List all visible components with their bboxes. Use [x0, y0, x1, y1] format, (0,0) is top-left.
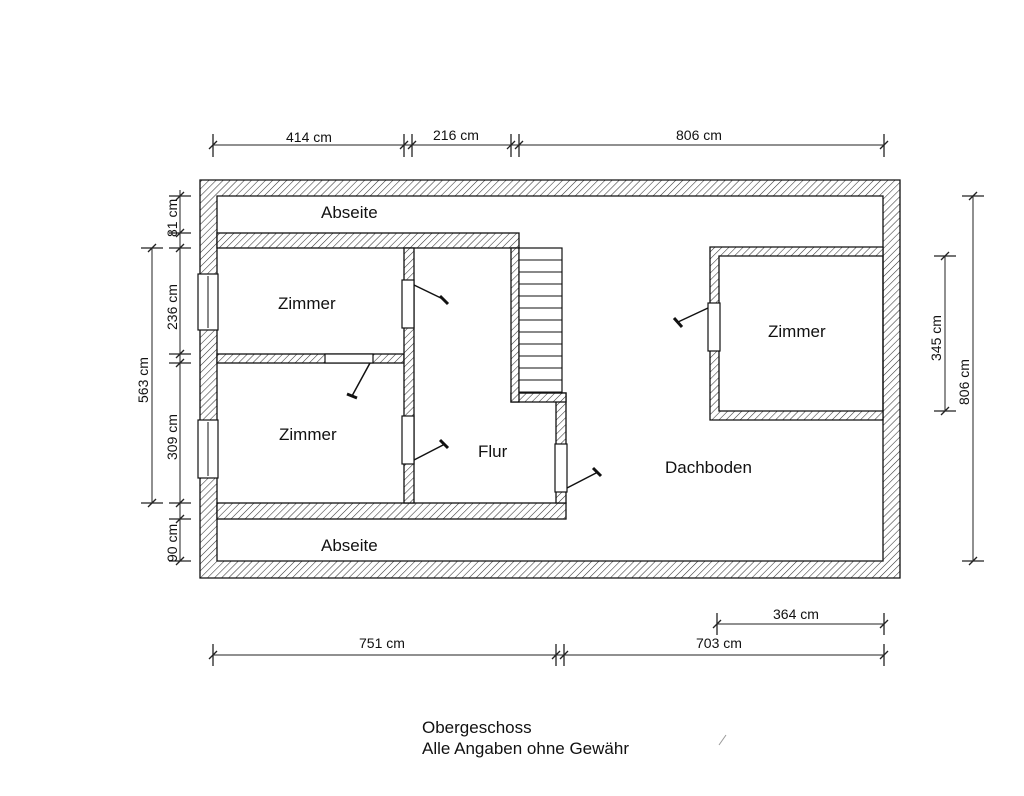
caption-floor: Obergeschoss [422, 718, 532, 737]
door-zimmer-right [672, 302, 721, 352]
dim-label-414: 414 cm [286, 129, 332, 145]
dimension-bottom [208, 613, 889, 666]
room-label-abseite-bottom: Abseite [321, 536, 378, 555]
room-label-zimmer-2: Zimmer [279, 425, 337, 444]
dim-label-309: 309 cm [164, 414, 180, 460]
window-left-lower [197, 419, 219, 479]
dim-label-81: 81 cm [164, 199, 180, 237]
stray-mark [718, 734, 727, 746]
dim-label-236: 236 cm [164, 284, 180, 330]
dimension-left [141, 190, 191, 566]
dim-label-90: 90 cm [164, 524, 180, 562]
door-zimmer-1 [401, 279, 450, 329]
wall-zimmer-flur [403, 247, 415, 504]
wall-zimmer-right [709, 246, 884, 421]
room-label-zimmer-1: Zimmer [278, 294, 336, 313]
window-left-upper [197, 273, 219, 331]
door-zimmer-3 [401, 415, 450, 465]
door-dachboden [554, 443, 603, 493]
wall-stair-left [510, 247, 520, 403]
door-zimmer-2 [324, 353, 374, 400]
staircase [518, 247, 563, 394]
caption-disclaimer: Alle Angaben ohne Gewähr [422, 739, 629, 758]
room-label-flur: Flur [478, 442, 508, 461]
dimension-top [208, 134, 889, 157]
dim-label-806-right: 806 cm [956, 359, 972, 405]
wall-upper-horizontal [216, 232, 520, 249]
wall-lower-horizontal [216, 502, 567, 520]
dim-label-216: 216 cm [433, 127, 479, 143]
dimension-right [934, 191, 984, 566]
dim-label-345: 345 cm [928, 315, 944, 361]
room-label-zimmer-3: Zimmer [768, 322, 826, 341]
room-label-dachboden: Dachboden [665, 458, 752, 477]
dim-label-806-top: 806 cm [676, 127, 722, 143]
dim-label-563: 563 cm [135, 357, 151, 403]
room-label-abseite-top: Abseite [321, 203, 378, 222]
dim-label-751: 751 cm [359, 635, 405, 651]
dim-label-703: 703 cm [696, 635, 742, 651]
wall-zimmer-divider [216, 353, 405, 364]
dim-label-364: 364 cm [773, 606, 819, 622]
